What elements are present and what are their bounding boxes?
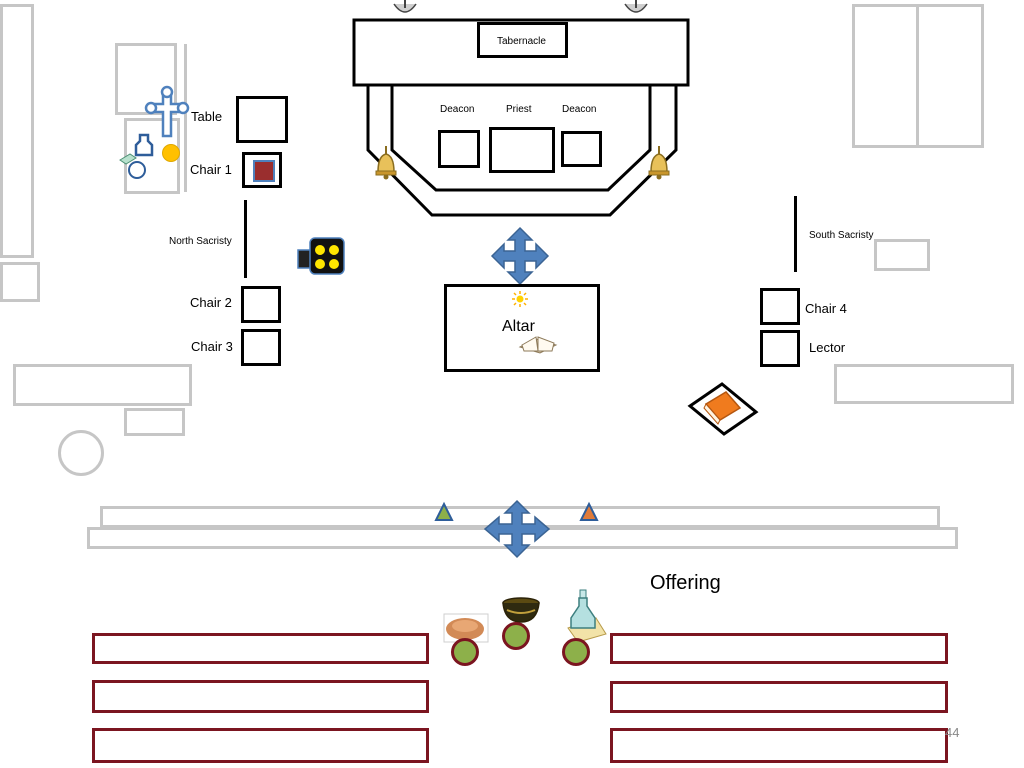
priest-chair[interactable]	[489, 127, 555, 173]
person-wine-bearer[interactable]	[502, 622, 530, 650]
domino-chair-icon[interactable]	[296, 236, 346, 276]
chair-2[interactable]	[241, 286, 281, 323]
altar-label: Altar	[502, 318, 535, 335]
deacon-left-label: Deacon	[440, 104, 475, 115]
chair-3[interactable]	[241, 329, 281, 366]
deacon-left-chair[interactable]	[438, 130, 480, 168]
south-cabinet-divider	[916, 4, 919, 148]
deacon-right-chair[interactable]	[561, 131, 602, 167]
lector-label: Lector	[809, 340, 846, 355]
four-way-move-arrow-icon[interactable]	[483, 499, 551, 559]
incense-boat-icon[interactable]	[132, 133, 156, 159]
four-way-move-arrow-icon[interactable]	[490, 226, 550, 286]
baptismal-font	[58, 430, 104, 476]
page-number: 44	[945, 725, 960, 740]
south-sacristy-door[interactable]	[794, 196, 797, 272]
altar-bell-icon[interactable]	[647, 146, 671, 180]
priest-label: Priest	[506, 104, 532, 115]
person-water-bearer[interactable]	[562, 638, 590, 666]
candle-icon[interactable]	[162, 144, 180, 162]
censer-icon[interactable]	[118, 152, 148, 180]
chair-2-label: Chair 2	[190, 295, 232, 310]
south-sacristy-label: South Sacristy	[809, 230, 874, 241]
water-cruet-icon[interactable]	[562, 588, 608, 644]
south-side-bench	[834, 364, 1014, 404]
open-book-icon[interactable]	[518, 331, 558, 355]
pew-south-3[interactable]	[610, 728, 948, 763]
tabernacle-label: Tabernacle	[497, 36, 546, 47]
table[interactable]	[236, 96, 288, 143]
offering-label: Offering	[650, 572, 721, 594]
altar-bell-icon[interactable]	[374, 146, 398, 180]
chair-1-label: Chair 1	[190, 162, 232, 177]
triangle-marker-icon[interactable]	[434, 501, 454, 522]
tabernacle-box[interactable]	[477, 22, 568, 58]
chair-1[interactable]	[242, 152, 282, 188]
pew-north-2[interactable]	[92, 680, 429, 713]
north-sacristy-door[interactable]	[244, 200, 247, 278]
north-wall-box	[0, 262, 40, 302]
chair-4-label: Chair 4	[805, 301, 847, 316]
sunlight-icon	[512, 291, 528, 307]
deacon-right-label: Deacon	[562, 104, 597, 115]
person-bread-bearer[interactable]	[451, 638, 479, 666]
north-side-kneeler	[124, 408, 185, 436]
wall-candle-stand-icon	[393, 0, 417, 13]
wall-candle-stand-icon	[624, 0, 648, 13]
pew-south-2[interactable]	[610, 681, 948, 713]
lectionary-book-icon[interactable]	[687, 382, 759, 436]
pew-north-3[interactable]	[92, 728, 429, 763]
chair-4[interactable]	[760, 288, 800, 325]
chair-3-label: Chair 3	[191, 339, 233, 354]
wine-bowl-icon[interactable]	[501, 596, 541, 624]
processional-cross-icon[interactable]	[144, 85, 190, 138]
table-label: Table	[191, 109, 223, 124]
credence-rail	[184, 44, 187, 192]
north-side-bench	[13, 364, 192, 406]
pew-south-1[interactable]	[610, 633, 948, 664]
north-wall-bench	[0, 4, 34, 258]
triangle-marker-icon[interactable]	[579, 501, 599, 522]
altar-table[interactable]	[444, 284, 600, 372]
chair-1-occupied-marker	[253, 160, 275, 182]
lector-chair[interactable]	[760, 330, 800, 367]
south-sacristy-box	[874, 239, 930, 271]
pew-north-1[interactable]	[92, 633, 429, 664]
credence-table-top	[115, 43, 177, 115]
bread-icon[interactable]	[443, 613, 489, 643]
north-sacristy-label: North Sacristy	[169, 236, 232, 247]
